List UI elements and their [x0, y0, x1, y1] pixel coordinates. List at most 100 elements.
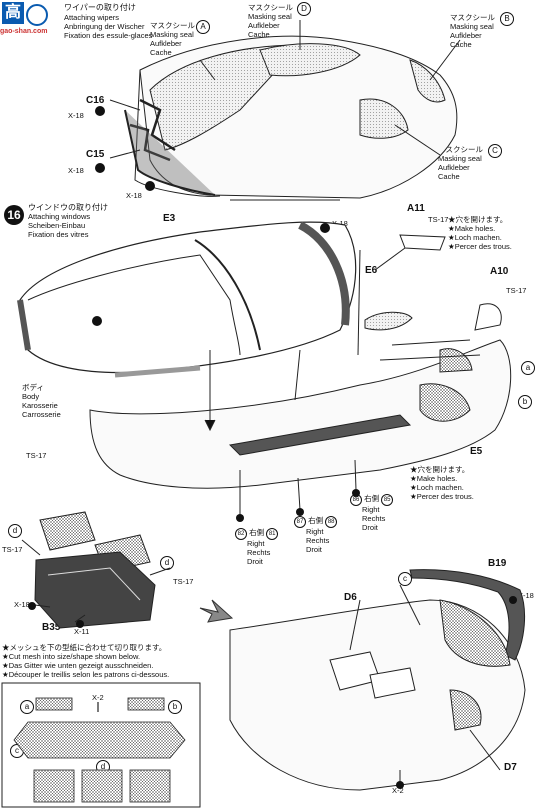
mesh-piece-1	[39, 511, 96, 551]
part-d7-shape	[449, 689, 482, 731]
holes2-fr: ★Percer des trous.	[410, 492, 474, 501]
ref-circle-d-1: d	[8, 524, 22, 538]
paint-ts17-label-3: TS-17	[26, 451, 47, 460]
mask-d-de: Aufkleber	[248, 21, 280, 30]
screw-x18-label-2: X-18	[68, 166, 84, 175]
step15-heading-de: Anbringung der Wischer	[64, 22, 145, 31]
pair-1-b: 81	[266, 528, 279, 540]
mask-a-de: Aufkleber	[150, 39, 182, 48]
screw-icon-11	[509, 596, 517, 604]
mask-d-circle: D	[297, 2, 311, 16]
pair-3-right-de: Rechts	[362, 514, 386, 523]
screw-x18-label-6: X-18	[14, 600, 30, 609]
pair-1-right-de: Rechts	[247, 548, 271, 557]
mask-a-fr: Cache	[150, 48, 172, 57]
template-box	[1, 682, 201, 808]
template-piece-d-left	[33, 769, 75, 803]
ref-circle-b: b	[518, 395, 532, 409]
paint-ts17-label-5: TS-17	[173, 577, 194, 586]
mask-a-en: Masking seal	[150, 30, 194, 39]
mask-a-jp: マスクシール	[150, 21, 195, 30]
screw-icon-2	[95, 163, 105, 173]
ref-circle-c: c	[398, 572, 412, 586]
mesh-note-fr: ★Découper le treillis selon les patrons …	[2, 670, 170, 679]
template-x2-label: X-2	[92, 693, 104, 702]
step15-heading-en: Attaching wipers	[64, 13, 120, 22]
part-d6: D6	[344, 592, 357, 603]
holes1-de: ★Loch machen.	[448, 233, 502, 242]
body-de: Karosserie	[22, 401, 58, 410]
paint-ts17-label-1: TS-17	[428, 215, 449, 224]
step15-heading-fr: Fixation des essule-glaces	[64, 31, 153, 40]
wiper-c16	[139, 98, 176, 152]
step16-heading-jp: ウインドウの取り付け	[28, 203, 108, 212]
rear-mesh	[439, 599, 511, 667]
screw-x2-label: X-2	[392, 786, 404, 795]
body-jp: ボディ	[22, 383, 44, 392]
pair-2-b: 88	[325, 516, 338, 528]
e5-vent	[419, 383, 471, 422]
holes2-en: ★Make holes.	[410, 474, 458, 483]
part-d7: D7	[504, 762, 517, 773]
screw-icon-10	[76, 620, 84, 628]
logo-domain: gao-shan.com	[0, 28, 48, 35]
template-piece-b	[127, 697, 165, 711]
screw-icon-5	[92, 316, 102, 326]
part-a11: A11	[407, 203, 425, 214]
pair-2-a: 87	[294, 516, 306, 528]
logo-glyph: 高	[2, 2, 24, 24]
mask-a-circle: A	[196, 20, 210, 34]
grille-b35	[34, 551, 156, 629]
step16-heading-en: Attaching windows	[28, 212, 91, 221]
part-e5: E5	[470, 446, 483, 457]
screw-x18-label-1: X-18	[68, 111, 84, 120]
paint-ts17-label-2: TS-17	[506, 286, 527, 295]
step16-heading-fr: Fixation des vitres	[28, 230, 89, 239]
mask-c-jp: マスクシール	[438, 145, 483, 154]
pair-1-right-jp: 右側	[249, 528, 265, 537]
holes2-de: ★Loch machen.	[410, 483, 464, 492]
screw-icon-9	[28, 602, 36, 610]
template-circle-a: a	[20, 700, 34, 714]
holes1-en: ★Make holes.	[448, 224, 496, 233]
mesh-note-de: ★Das Gitter wie unten gezeigt ausschneid…	[2, 661, 154, 670]
mask-d-en: Masking seal	[248, 12, 292, 21]
screw-x18-label-7: X-18	[518, 591, 534, 600]
paint-ts17-label-4: TS-17	[2, 545, 23, 554]
screw-icon-1	[95, 106, 105, 116]
part-c16: C16	[86, 95, 105, 106]
screw-x11-label: X-11	[74, 627, 90, 636]
mask-c-circle: C	[488, 144, 502, 158]
watermark-logo: 高 gao-shan.com	[0, 0, 62, 42]
body-en: Body	[22, 392, 40, 401]
mask-b-circle: B	[500, 12, 514, 26]
pair-3-right-fr: Droit	[362, 523, 378, 532]
logo-ring-icon	[26, 4, 48, 26]
holes1-fr: ★Percer des trous.	[448, 242, 512, 251]
pair-1-right-en: Right	[247, 539, 265, 548]
rear-light-b	[409, 59, 446, 103]
screw-x18-label-3: X-18	[126, 191, 142, 200]
mesh-note-jp: ★メッシュを下の型紙に合わせて切り取ります。	[2, 643, 167, 652]
window-e3	[19, 221, 357, 374]
template-piece-d-right	[129, 769, 171, 803]
mask-d-jp: マスクシール	[248, 3, 293, 12]
screw-icon-4	[320, 223, 330, 233]
mask-b-fr: Cache	[450, 40, 472, 49]
screw-icon-7	[296, 508, 304, 516]
template-piece-a	[35, 697, 73, 711]
part-e6: E6	[365, 265, 378, 276]
pair-2-right-fr: Droit	[306, 545, 322, 554]
step16-heading-de: Scheiben-Einbau	[28, 221, 86, 230]
mask-d-fr: Cache	[248, 30, 270, 39]
pair-1-a: 82	[235, 528, 247, 540]
ref-circle-d-2: d	[160, 556, 174, 570]
part-b19: B19	[488, 558, 507, 569]
mask-c-en: Masking seal	[438, 154, 482, 163]
wiper-c15	[129, 123, 171, 162]
spoiler-b19	[409, 569, 525, 661]
mask-b-de: Aufkleber	[450, 31, 482, 40]
step-16-badge: 16	[4, 205, 24, 225]
part-b35: B35	[42, 622, 61, 633]
